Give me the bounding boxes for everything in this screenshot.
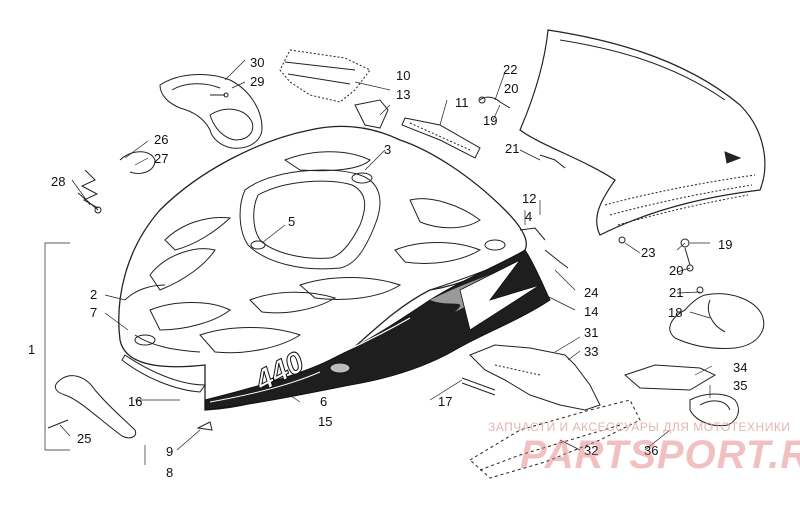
lower-belly-pan bbox=[469, 399, 641, 479]
callout-29: 29 bbox=[250, 74, 265, 89]
callout-3: 3 bbox=[384, 142, 392, 157]
callout-4: 4 bbox=[525, 209, 533, 224]
callout-31: 31 bbox=[584, 325, 599, 340]
headlight-housing bbox=[159, 74, 263, 149]
belly-pan bbox=[469, 344, 601, 411]
callout-17: 17 bbox=[438, 394, 453, 409]
watermark-tagline: ЗАПЧАСТИ И АКСЕССУАРЫ ДЛЯ МОТОТЕХНИКИ bbox=[488, 420, 791, 434]
callout-13: 13 bbox=[396, 87, 411, 102]
callout-33: 33 bbox=[584, 344, 599, 359]
windshield bbox=[519, 29, 766, 236]
callout-21-right: 21 bbox=[669, 285, 684, 300]
hood-bracket bbox=[47, 375, 213, 439]
callout-21-top: 21 bbox=[505, 141, 520, 156]
hardware bbox=[210, 92, 626, 269]
callout-34: 34 bbox=[733, 360, 748, 375]
callout-14: 14 bbox=[584, 304, 599, 319]
callout-6: 6 bbox=[320, 394, 328, 409]
trim-strip bbox=[461, 377, 496, 396]
top-decal bbox=[279, 49, 389, 129]
callout-8: 8 bbox=[166, 465, 174, 480]
callout-20-top: 20 bbox=[504, 81, 519, 96]
callout-28: 28 bbox=[51, 174, 66, 189]
watermark-logo: PARTSPORT.RU bbox=[520, 433, 800, 477]
callout-23: 23 bbox=[641, 245, 656, 260]
vent-decal bbox=[401, 117, 481, 159]
callout-25: 25 bbox=[77, 431, 92, 446]
callout-27: 27 bbox=[154, 151, 169, 166]
callout-24: 24 bbox=[584, 285, 599, 300]
callout-30: 30 bbox=[250, 55, 265, 70]
callout-19-right: 19 bbox=[718, 237, 733, 252]
callout-10: 10 bbox=[396, 68, 411, 83]
callout-16: 16 bbox=[128, 394, 143, 409]
callout-1: 1 bbox=[28, 342, 36, 357]
callout-7: 7 bbox=[90, 305, 98, 320]
callout-12: 12 bbox=[522, 191, 537, 206]
callout-11: 11 bbox=[455, 95, 469, 110]
callout-9: 9 bbox=[166, 444, 174, 459]
callout-36: 36 bbox=[644, 443, 659, 458]
callout-22: 22 bbox=[503, 62, 518, 77]
callout-18: 18 bbox=[668, 305, 683, 320]
hood bbox=[118, 125, 527, 411]
leader-lines bbox=[44, 59, 713, 465]
callout-26: 26 bbox=[154, 132, 169, 147]
callout-19-top: 19 bbox=[483, 113, 498, 128]
callout-20-right: 20 bbox=[669, 263, 684, 278]
side-panel bbox=[669, 238, 765, 349]
side-decal bbox=[204, 249, 551, 411]
callout-5: 5 bbox=[288, 214, 296, 229]
callout-15: 15 bbox=[318, 414, 333, 429]
side-decal-small bbox=[624, 364, 739, 427]
callout-35: 35 bbox=[733, 378, 748, 393]
callout-2: 2 bbox=[90, 287, 98, 302]
callout-32: 32 bbox=[584, 443, 599, 458]
